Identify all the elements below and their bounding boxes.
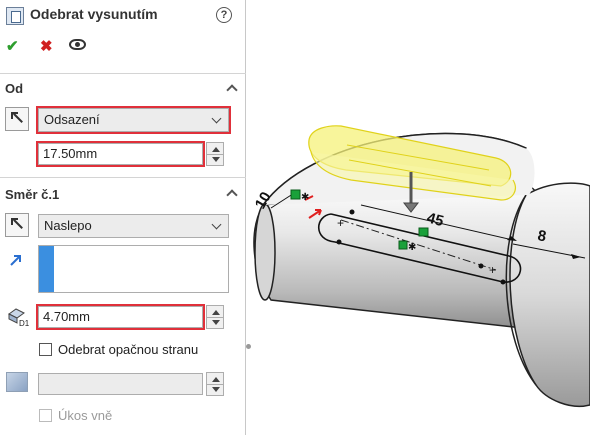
model-view: + + 10 45 8 ✱ ✱ <box>252 125 590 407</box>
direction-selection-box[interactable] <box>38 245 229 293</box>
sketch-point <box>349 209 355 215</box>
start-condition-value: Odsazení <box>44 112 100 127</box>
section-divider <box>0 177 246 178</box>
graphics-viewport[interactable]: + + 10 45 8 ✱ ✱ <box>251 0 590 435</box>
direction-arrow-red[interactable] <box>304 195 314 201</box>
dim-label-10[interactable]: 10 <box>252 189 275 212</box>
dim-label-8[interactable]: 8 <box>536 227 547 245</box>
green-handle[interactable] <box>398 240 408 250</box>
spinner-divider <box>207 384 223 385</box>
cut-extrude-icon <box>6 7 24 25</box>
spin-down-icon[interactable] <box>212 157 220 162</box>
flip-side-label: Odebrat opačnou stranu <box>58 342 199 357</box>
spin-down-icon[interactable] <box>212 320 220 325</box>
draft-angle-spinner[interactable] <box>206 372 224 396</box>
depth-handle-arrow[interactable] <box>402 202 420 213</box>
direction-arrow-red[interactable] <box>308 209 322 219</box>
flip-side-checkbox[interactable] <box>39 343 52 356</box>
draft-outward-checkbox[interactable] <box>39 409 52 422</box>
offset-spinner[interactable] <box>206 142 224 166</box>
spin-up-icon[interactable] <box>212 377 220 382</box>
spin-down-icon[interactable] <box>212 387 220 392</box>
dim-arrow <box>571 254 581 259</box>
arrow-icon <box>11 218 23 230</box>
sketch-point <box>336 239 342 245</box>
spinner-divider <box>207 317 223 318</box>
property-manager-panel: Odebrat vysunutím ? ✔ ✖ Od Odsazení 17.5… <box>0 0 246 435</box>
end-condition-value: Naslepo <box>44 218 92 233</box>
cylinder-end-face <box>254 203 276 301</box>
spin-up-icon[interactable] <box>212 147 220 152</box>
cut-preview-side <box>310 151 516 201</box>
dim-label-45[interactable]: 45 <box>425 209 446 230</box>
dim-line-45 <box>360 204 514 241</box>
draft-angle-input[interactable] <box>38 373 203 395</box>
chevron-up-icon[interactable] <box>226 189 238 201</box>
reverse-direction-button[interactable] <box>5 107 29 131</box>
eye-icon[interactable] <box>69 39 86 50</box>
relation-marker: ✱ <box>301 192 309 203</box>
relation-marker: ✱ <box>408 242 416 253</box>
depth-spinner[interactable] <box>206 305 224 329</box>
panel-title: Odebrat vysunutím <box>30 6 158 22</box>
chevron-up-icon[interactable] <box>226 84 238 96</box>
panel-resize-handle[interactable] <box>246 344 251 349</box>
start-condition-select[interactable]: Odsazení <box>36 106 231 134</box>
section-title-from: Od <box>5 81 24 96</box>
sketch-point <box>478 263 484 269</box>
check-icon[interactable]: ✔ <box>6 38 19 55</box>
end-condition-select[interactable]: Naslepo <box>38 214 229 238</box>
arrow-icon <box>11 112 23 124</box>
draft-face-icon <box>6 372 28 392</box>
help-icon[interactable]: ? <box>216 7 232 23</box>
section-title-direction1: Směr č.1 <box>5 187 60 202</box>
green-handle[interactable] <box>290 189 301 200</box>
plus-marker: + <box>489 263 496 277</box>
svg-text:D1: D1 <box>19 319 30 328</box>
reverse-direction1-button[interactable] <box>5 213 29 237</box>
selection-focus-bar <box>39 246 54 292</box>
spin-up-icon[interactable] <box>212 310 220 315</box>
step-cylinder <box>509 182 590 407</box>
spinner-divider <box>207 154 223 155</box>
offset-input[interactable]: 17.50mm <box>36 141 205 167</box>
draft-outward-label: Úkos vně <box>58 408 113 423</box>
section-divider <box>0 73 246 74</box>
plus-marker: + <box>337 216 344 230</box>
panel-header: Odebrat vysunutím ? ✔ ✖ <box>0 0 246 66</box>
step-edge <box>505 194 537 386</box>
chevron-down-icon <box>211 113 222 124</box>
direction-vector-icon <box>9 253 23 267</box>
close-icon[interactable]: ✖ <box>40 38 53 55</box>
depth-input[interactable]: 4.70mm <box>36 304 205 330</box>
chevron-down-icon <box>211 219 222 230</box>
dim-arrow <box>507 236 517 241</box>
slot-centerline <box>340 219 497 271</box>
cut-preview-edges <box>346 144 492 187</box>
green-handle[interactable] <box>418 227 429 237</box>
depth-icon: D1 <box>6 306 30 328</box>
sketch-point <box>500 279 506 285</box>
